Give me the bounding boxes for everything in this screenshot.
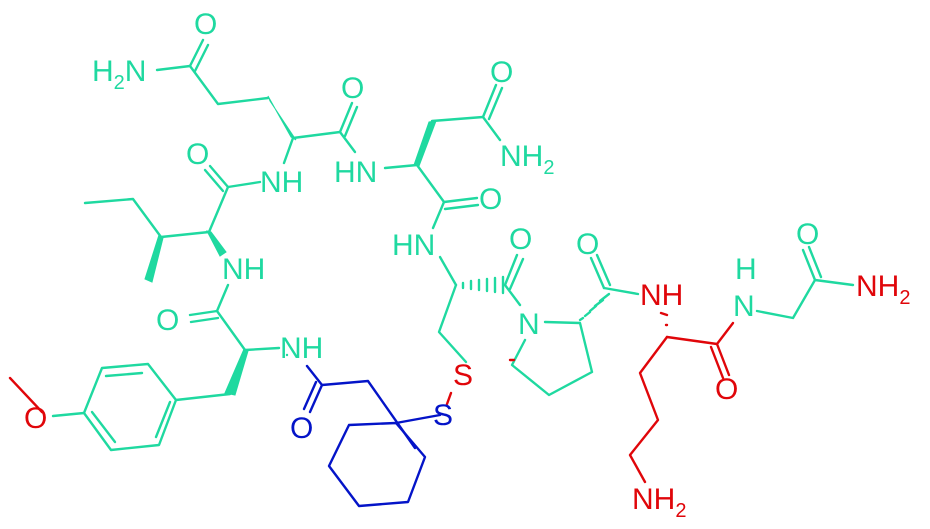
mercaptoacyl-bonds — [302, 364, 442, 508]
atom-subscript: 2 — [675, 500, 686, 522]
atom-o-pro-co: O — [576, 228, 599, 261]
atom-labels: H2N O O NH O HN O NH2 O HN NH O NH O O S… — [24, 8, 910, 522]
atom-nh-gln: NH — [260, 166, 303, 199]
svg-text:NH2: NH2 — [856, 270, 910, 309]
atom-n: N — [125, 55, 147, 88]
atom-n-pro: N — [518, 308, 540, 341]
hash-bond-cys — [461, 275, 505, 295]
atom-o-orn-co: O — [715, 373, 738, 406]
atom-o-asn-co: O — [479, 183, 502, 216]
hash-bond-pro — [578, 292, 611, 322]
atom-nh-orn: NH — [640, 279, 683, 312]
peptide-backbone-bonds — [51, 38, 855, 452]
atom-s-cys: S — [453, 359, 473, 392]
atom-nh2-asn: NH — [500, 140, 543, 173]
atom-subscript: 2 — [114, 72, 125, 94]
atom-o-acyl: O — [290, 412, 313, 445]
atom-o-ile-co: O — [186, 138, 209, 171]
atom-o-gln-co: O — [341, 72, 364, 105]
atom-o-tyr-co: O — [156, 304, 179, 337]
atom-nh2-gly: NH — [856, 270, 899, 303]
modified-residue-bonds — [8, 311, 735, 484]
svg-text:H2N: H2N — [92, 55, 146, 94]
atom-hn-cys: HN — [392, 229, 435, 262]
wedge-ile-alpha — [206, 230, 227, 257]
atom-nh-tyr: NH — [280, 332, 323, 365]
atom-o-cys-co: O — [509, 223, 532, 256]
atom-s-acyl: S — [433, 399, 453, 432]
atom-nh2-orn: NH — [632, 483, 675, 516]
atom-subscript: 2 — [543, 157, 554, 179]
atom-h: H — [92, 55, 114, 88]
wedge-tyr — [224, 348, 249, 396]
svg-text:NH2: NH2 — [632, 483, 686, 522]
atom-n-gly: N — [733, 290, 755, 323]
atom-o-gly-co: O — [796, 218, 819, 251]
wedge-asn — [413, 120, 437, 167]
atom-hn-asn: HN — [334, 156, 377, 189]
wedge-ile-methyl — [144, 234, 164, 283]
atom-o-gln-amide: O — [194, 8, 217, 41]
atom-nh-ile: NH — [222, 253, 265, 286]
atom-o-methoxy: O — [24, 402, 47, 435]
hash-bond-orn — [659, 311, 669, 327]
atom-h-gly: H — [735, 253, 757, 286]
atom-subscript: 2 — [899, 287, 910, 309]
atom-o-asn-amide: O — [490, 56, 513, 89]
wedge-gln — [267, 95, 297, 141]
svg-text:NH2: NH2 — [500, 140, 554, 179]
